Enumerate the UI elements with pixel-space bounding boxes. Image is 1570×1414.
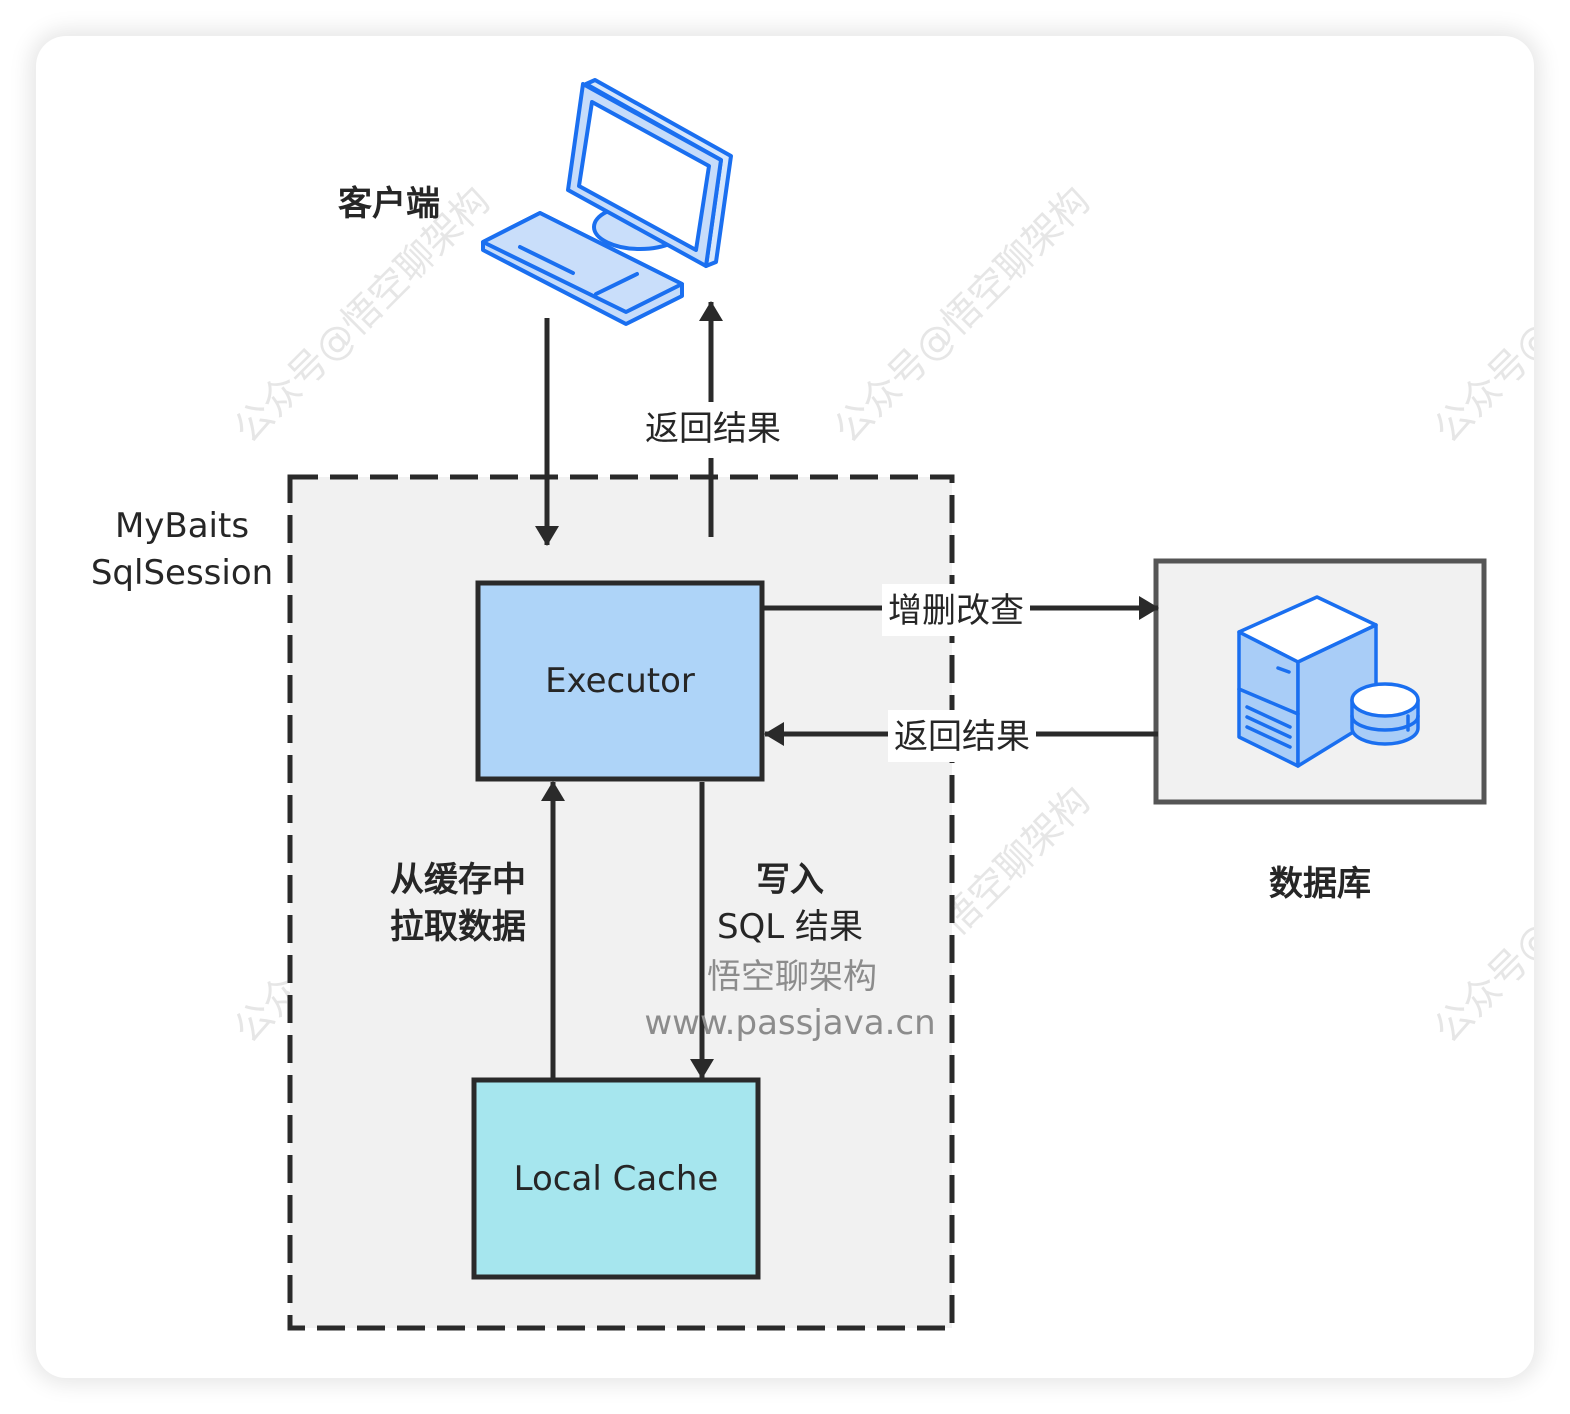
diagram-card: 公众号@悟空聊架构 公众号@悟空聊架构 公众号@悟空聊架构 公众号@悟空聊架构 …	[36, 36, 1534, 1378]
desktop-computer-icon	[481, 78, 733, 326]
client-label: 客户端	[338, 184, 440, 224]
sqlsession-label-line2: SqlSession	[91, 553, 273, 593]
watermark: 公众号@悟空聊架构	[825, 178, 1098, 451]
executor-box	[475, 580, 765, 782]
cache-pull-label-line1: 从缓存中	[390, 860, 526, 900]
local-cache-label: Local Cache	[514, 1159, 719, 1199]
brand-url: www.passjava.cn	[644, 1003, 935, 1043]
brand-name: 悟空聊架构	[707, 957, 877, 997]
write-label-line1: 写入	[756, 860, 824, 900]
local-cache-box	[471, 1077, 761, 1280]
watermark: 公众号@悟空聊架构	[1425, 778, 1534, 1051]
return-result-label-db: 返回结果	[894, 717, 1030, 757]
database-label: 数据库	[1269, 864, 1371, 904]
sqlsession-label-line1: MyBaits	[115, 506, 249, 546]
executor-label: Executor	[545, 661, 695, 701]
return-result-label-top: 返回结果	[645, 409, 781, 449]
database-server-icon	[1237, 595, 1420, 768]
cache-pull-label-line2: 拉取数据	[390, 907, 526, 947]
crud-label: 增删改查	[888, 591, 1024, 631]
watermark: 公众号@悟空聊架构	[1425, 178, 1534, 451]
write-label-line2: SQL 结果	[717, 907, 863, 947]
diagram-canvas: 公众号@悟空聊架构 公众号@悟空聊架构 公众号@悟空聊架构 公众号@悟空聊架构 …	[91, 78, 1534, 1331]
